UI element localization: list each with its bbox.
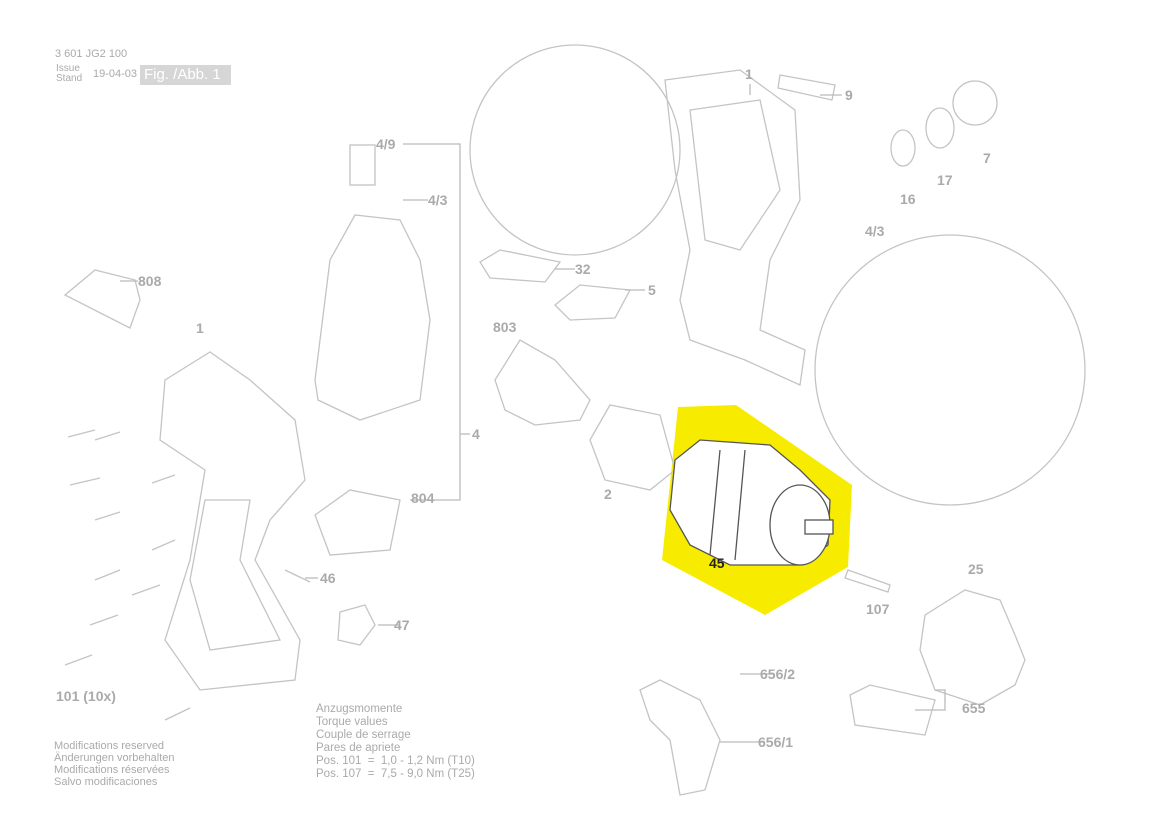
- callout-808[interactable]: 808: [138, 273, 162, 289]
- torque-values: Anzugsmomente Torque values Couple de se…: [316, 703, 475, 781]
- spring-46: [284, 569, 311, 583]
- callout-803[interactable]: 803: [493, 319, 517, 335]
- callout-804[interactable]: 804: [411, 490, 435, 506]
- note-line: Änderungen vorbehalten: [54, 752, 175, 764]
- callout-656-1[interactable]: 656/1: [758, 734, 794, 750]
- note-line: Salvo modificaciones: [54, 776, 158, 788]
- callout-2[interactable]: 2: [604, 486, 612, 502]
- housing-part-1-top: [664, 69, 806, 386]
- torque-line: Pares de apriete: [316, 742, 401, 754]
- part-7: [952, 80, 998, 126]
- callout-32[interactable]: 32: [575, 261, 591, 277]
- callout-46[interactable]: 46: [320, 570, 336, 586]
- note-line: Modifications reserved: [54, 740, 165, 752]
- callout-45[interactable]: 45: [709, 555, 725, 571]
- battery-contacts: [349, 144, 376, 186]
- screw-107: [844, 569, 891, 593]
- issue-label: Issue: [56, 63, 80, 74]
- callout-5[interactable]: 5: [648, 282, 656, 298]
- chuck-25: [919, 589, 1026, 706]
- callout-655[interactable]: 655: [962, 700, 986, 716]
- housing-grip: [189, 499, 281, 651]
- torque-line: Pos. 101 = 1,0 - 1,2 Nm (T10): [316, 755, 475, 767]
- note-line: Modifications réservées: [54, 764, 170, 776]
- torque-line: Couple de serrage: [316, 729, 411, 741]
- part-32: [479, 249, 562, 283]
- part-17: [925, 107, 955, 149]
- gear-ring-2: [589, 404, 676, 491]
- callout-107[interactable]: 107: [866, 601, 890, 617]
- detail-circle-top: [469, 44, 681, 256]
- part-655: [849, 684, 936, 736]
- housing-detail: [689, 99, 781, 251]
- callout-4[interactable]: 4: [472, 426, 480, 442]
- modifications-note: Modifications reserved Änderungen vorbeh…: [54, 740, 174, 788]
- electronics-module-4: [314, 214, 431, 421]
- torque-line: Torque values: [316, 716, 388, 728]
- callout-101[interactable]: 101 (10x): [56, 688, 116, 704]
- callout-16[interactable]: 16: [900, 191, 916, 207]
- stand-label: Stand: [56, 73, 83, 84]
- callout-9[interactable]: 9: [845, 87, 853, 103]
- housing-part-1-left: [159, 351, 306, 691]
- motor-803: [494, 339, 591, 426]
- torque-line: Pos. 107 = 7,5 - 9,0 Nm (T25): [316, 768, 475, 780]
- callout-47[interactable]: 47: [394, 617, 410, 633]
- issue-date: 19-04-03: [93, 68, 138, 80]
- callout-4-3-left[interactable]: 4/3: [428, 192, 448, 208]
- callout-1-left[interactable]: 1: [196, 320, 204, 336]
- callout-4-9[interactable]: 4/9: [376, 136, 396, 152]
- figure-label: Fig. /Abb. 1: [140, 65, 231, 85]
- torque-line: Anzugsmomente: [316, 703, 403, 715]
- callout-656-2[interactable]: 656/2: [760, 666, 796, 682]
- part-47: [337, 604, 376, 646]
- callout-4-3-right[interactable]: 4/3: [865, 223, 885, 239]
- callout-1-top[interactable]: 1: [745, 66, 753, 82]
- gearbox-45[interactable]: [669, 439, 834, 566]
- part-number: 3 601 JG2 100: [55, 48, 128, 60]
- screws-101: [64, 429, 191, 721]
- part-808: [63, 269, 141, 329]
- callout-7[interactable]: 7: [983, 150, 991, 166]
- part-804: [314, 489, 401, 556]
- part-656-1: [639, 679, 721, 796]
- part-9: [777, 74, 836, 101]
- callout-17[interactable]: 17: [937, 172, 953, 188]
- callout-25[interactable]: 25: [968, 561, 984, 577]
- detail-circle-right: [814, 234, 1086, 506]
- leader-lines: [120, 84, 946, 743]
- part-5: [554, 284, 632, 321]
- part-16: [890, 129, 916, 167]
